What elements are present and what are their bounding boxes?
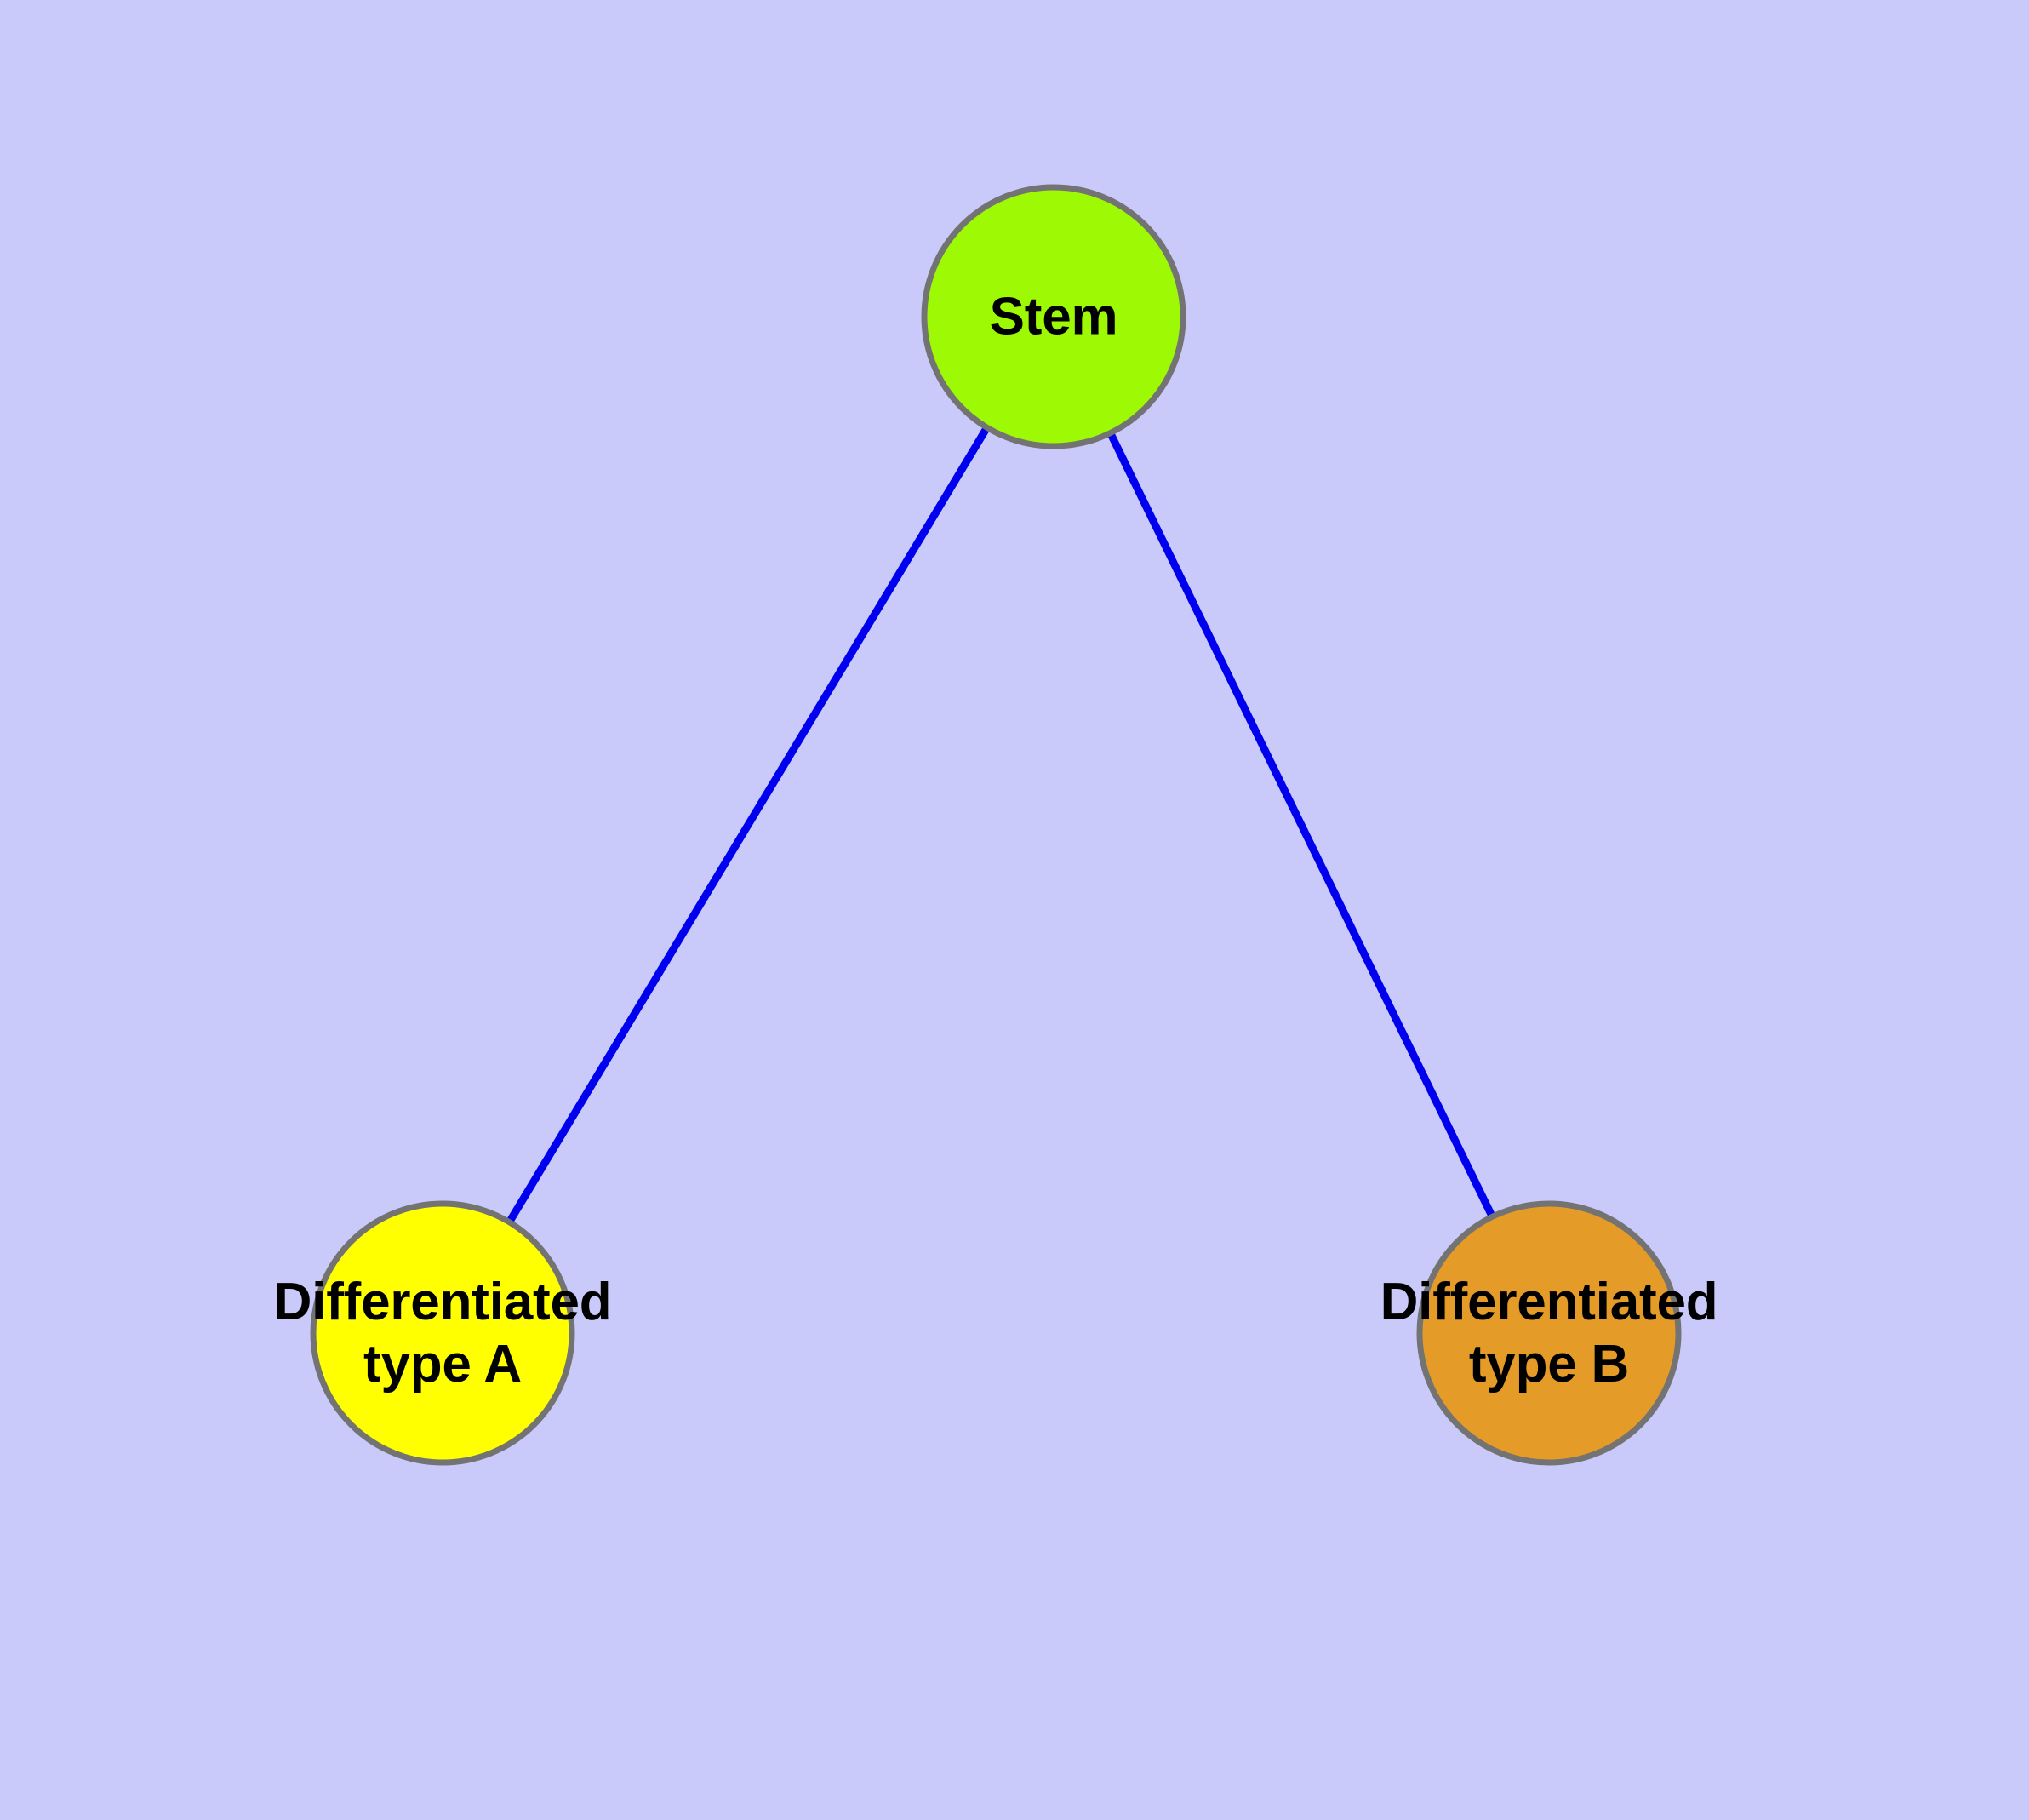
edges-layer [439, 314, 1553, 1336]
node-diff_b[interactable] [1416, 1200, 1682, 1466]
node-diff_a[interactable] [310, 1200, 575, 1466]
node-stem[interactable] [921, 184, 1186, 449]
edge-stem-diff-b[interactable] [1049, 315, 1553, 1335]
edge-stem-diff-a[interactable] [439, 314, 1057, 1336]
nodes-layer [310, 184, 1682, 1466]
